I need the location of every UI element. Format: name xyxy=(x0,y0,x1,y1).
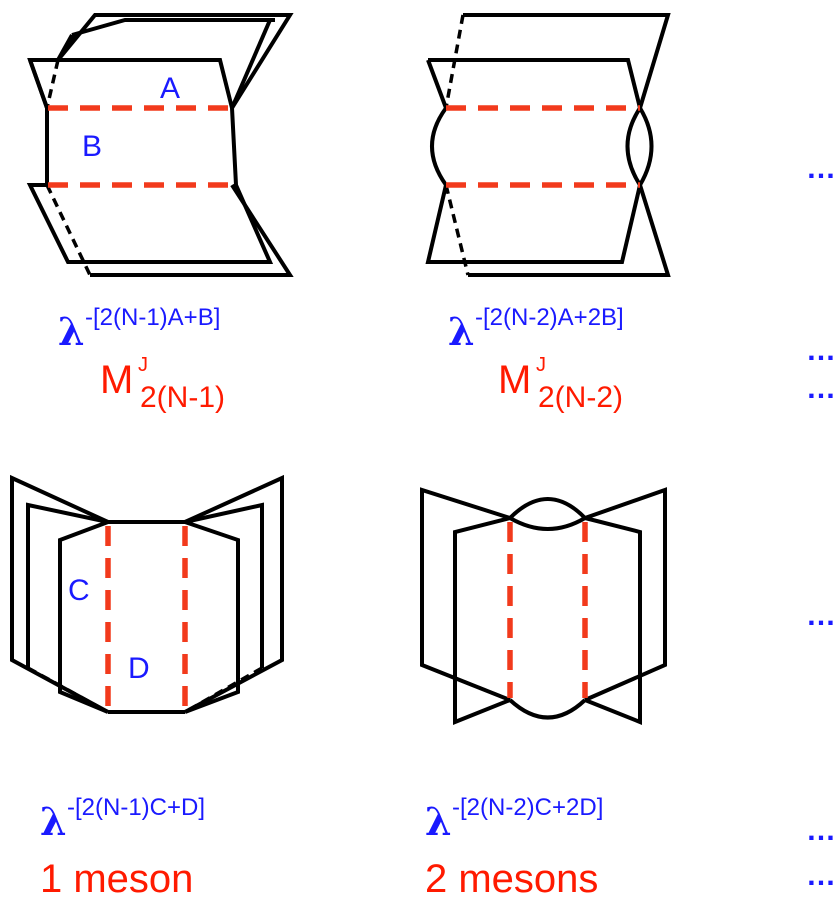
lambda-exponent: -[2(N-1)A+B] xyxy=(85,304,220,331)
caption-1-meson: 1 meson xyxy=(40,857,193,901)
diagram-bottom-middle xyxy=(420,487,667,725)
matrix-base: M xyxy=(100,358,133,402)
sheet-dashed-top xyxy=(45,59,60,109)
ellipsis-1: … xyxy=(806,152,836,185)
wing-right-inner xyxy=(184,502,264,668)
wing-left-dash xyxy=(27,666,109,714)
sheet-lower-left xyxy=(425,184,642,264)
lambda-exponent: -[2(N-2)A+2B] xyxy=(475,304,624,331)
wing-left-front xyxy=(58,520,109,714)
diagram-top-middle xyxy=(425,13,671,277)
ellipsis-3: … xyxy=(806,372,836,405)
lambda-exponent: -[2(N-2)C+2D] xyxy=(452,794,603,821)
neck-right-b xyxy=(638,106,654,187)
label-c: C xyxy=(68,574,90,607)
matrix-2: M J 2(N-2) xyxy=(498,354,623,414)
wing-left-front xyxy=(453,516,511,725)
matrix-sub: 2(N-2) xyxy=(538,381,623,414)
sheet-dashed-bottom xyxy=(444,184,470,276)
sheet-front-left-upper xyxy=(28,59,49,109)
sheet-front-top xyxy=(428,58,642,109)
lens-top-a xyxy=(508,497,587,520)
matrix-sub: 2(N-1) xyxy=(140,381,225,414)
ellipsis-5: … xyxy=(806,814,836,847)
lambda-symbol: λ xyxy=(58,309,85,354)
sheet-left-top xyxy=(426,59,448,109)
ellipsis-2: … xyxy=(806,334,836,367)
lambda-symbol: λ xyxy=(425,799,452,844)
wing-right-front xyxy=(184,520,240,714)
diagram-bottom-left: C D xyxy=(10,474,284,714)
label-d: D xyxy=(128,652,150,685)
sheet-mid xyxy=(56,34,74,61)
lambda-symbol: λ xyxy=(40,799,67,844)
label-b: B xyxy=(82,130,102,163)
label-a: A xyxy=(160,72,180,105)
formula-3: λ -[2(N-1)C+D] xyxy=(40,794,205,844)
matrix-base: M xyxy=(498,358,531,402)
ellipsis-4: … xyxy=(806,599,836,632)
sheet-front xyxy=(26,58,274,264)
wing-left-inner xyxy=(26,502,109,668)
wing-right xyxy=(584,487,667,702)
ellipsis-6: … xyxy=(806,859,836,892)
lambda-exponent: -[2(N-1)C+D] xyxy=(67,794,205,821)
formula-1: λ -[2(N-1)A+B] xyxy=(58,304,220,354)
sheet-dashed-bottom xyxy=(45,184,92,276)
sheet-outer xyxy=(463,13,671,109)
wing-left-dash xyxy=(421,663,511,702)
sheet-mid-right xyxy=(230,19,272,109)
caption-2-mesons: 2 mesons xyxy=(425,857,598,901)
neck-right-a xyxy=(625,106,642,187)
wing-right-front xyxy=(584,516,642,725)
sheet-lower-right xyxy=(468,184,671,277)
sheet-dashed-top xyxy=(444,14,465,109)
sheet-back xyxy=(56,13,294,110)
formula-2: λ -[2(N-2)A+2B] xyxy=(448,304,624,354)
neck-bottom xyxy=(508,698,587,720)
formula-4: λ -[2(N-2)C+2D] xyxy=(425,794,603,844)
matrix-sup: J xyxy=(536,354,546,376)
lens-top-b xyxy=(508,516,587,531)
diagram-top-left: A B xyxy=(26,13,294,277)
sheet-back-2 xyxy=(71,18,275,37)
neck-left xyxy=(430,106,448,187)
matrix-1: M J 2(N-1) xyxy=(100,354,225,414)
matrix-sup: J xyxy=(138,354,148,376)
lambda-symbol: λ xyxy=(448,309,475,354)
